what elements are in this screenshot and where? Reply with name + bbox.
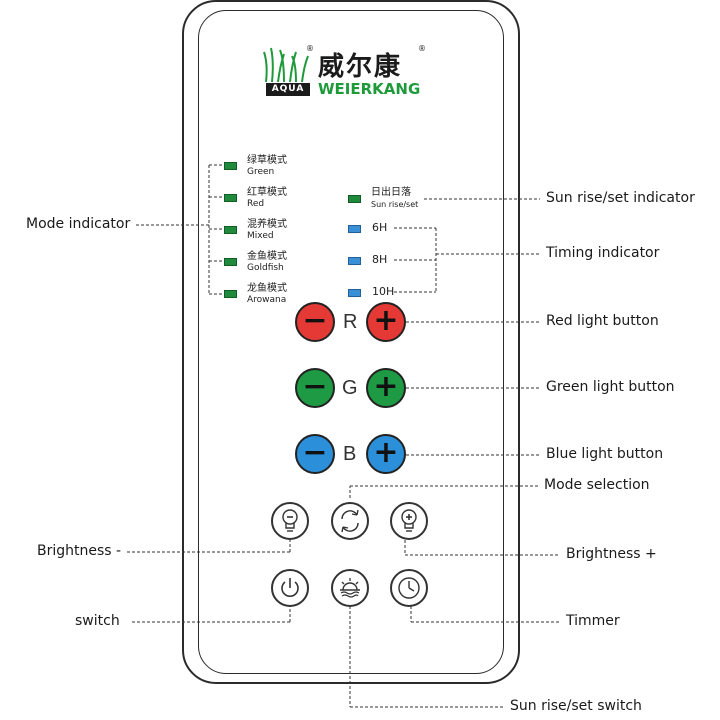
mode-label-en: Green: [247, 167, 275, 177]
mode-label-en: Mixed: [247, 231, 274, 241]
sun-indicator-led: [348, 195, 361, 203]
brightness-plus-button[interactable]: [390, 502, 428, 540]
mode-led-green: [224, 162, 237, 170]
mode-selection-button[interactable]: [331, 502, 369, 540]
callout-timmer: Timmer: [566, 613, 620, 629]
blue-minus-button[interactable]: −: [295, 434, 335, 474]
mode-label-cn: 红草模式: [247, 187, 287, 198]
callout-brightness-plus: Brightness +: [566, 546, 657, 562]
blue-letter: B: [343, 443, 357, 465]
registered-mark-2: ®: [418, 44, 426, 53]
mode-label-cn: 绿草模式: [247, 155, 287, 166]
logo-english-name: WEIERKANG: [318, 80, 421, 98]
callout-mode-selection: Mode selection: [544, 477, 650, 493]
mode-led-arowana: [224, 290, 237, 298]
plus-glyph: +: [373, 434, 399, 470]
timing-label: 8H: [372, 253, 388, 266]
mode-label-cn: 金鱼模式: [247, 251, 287, 262]
callout-timing-indicator: Timing indicator: [546, 245, 660, 261]
mode-label-en: Red: [247, 199, 265, 209]
red-letter: R: [343, 311, 358, 333]
timing-led-8h: [348, 257, 361, 265]
sunrise-icon: [340, 578, 360, 598]
green-plus-button[interactable]: +: [366, 368, 406, 408]
mode-label-cn: 混养模式: [247, 219, 287, 230]
clock-icon: [398, 577, 420, 599]
minus-glyph: −: [302, 302, 328, 338]
callout-brightness-minus: Brightness -: [37, 543, 122, 559]
plus-glyph: +: [373, 368, 399, 404]
mode-label-en: Arowana: [247, 295, 287, 305]
blue-plus-button[interactable]: +: [366, 434, 406, 474]
bulb-plus-icon: [401, 509, 417, 532]
callout-sun-rise-set-switch: Sun rise/set switch: [510, 698, 642, 714]
timing-label: 6H: [372, 221, 388, 234]
mode-led-goldfish: [224, 258, 237, 266]
logo-aqua-badge: AQUA: [266, 83, 310, 96]
mode-label-cn: 龙鱼模式: [247, 283, 287, 294]
callout-mode-indicator: Mode indicator: [26, 216, 131, 232]
brightness-minus-button[interactable]: [271, 502, 309, 540]
green-minus-button[interactable]: −: [295, 368, 335, 408]
sun-indicator-label-cn: 日出日落: [371, 187, 411, 198]
callout-blue-light-button: Blue light button: [546, 446, 664, 462]
red-minus-button[interactable]: −: [295, 302, 335, 342]
sun-indicator-label-en: Sun rise/set: [371, 200, 419, 209]
grass-logo-icon: [263, 47, 309, 83]
red-plus-button[interactable]: +: [366, 302, 406, 342]
minus-glyph: −: [302, 434, 328, 470]
bulb-minus-icon: [282, 509, 298, 532]
plus-glyph: +: [373, 302, 399, 338]
mode-led-mixed: [224, 226, 237, 234]
callout-switch: switch: [75, 613, 120, 629]
mode-label-en: Goldfish: [247, 263, 284, 273]
callout-green-light-button: Green light button: [546, 379, 675, 395]
callout-sun-rise-set-indicator: Sun rise/set indicator: [546, 190, 695, 206]
mode-cycle-icon: [341, 509, 359, 533]
timing-label: 10H: [372, 285, 395, 298]
sun-rise-set-switch-button[interactable]: [331, 569, 369, 607]
power-switch-button[interactable]: [271, 569, 309, 607]
callout-red-light-button: Red light button: [546, 313, 659, 329]
remote-body-inner-outline: [198, 10, 504, 674]
logo-chinese-name: 威尔康: [318, 52, 403, 82]
timer-button[interactable]: [390, 569, 428, 607]
timing-led-10h: [348, 289, 361, 297]
timing-led-6h: [348, 225, 361, 233]
registered-mark: ®: [306, 44, 314, 53]
power-icon: [281, 578, 299, 597]
green-letter: G: [342, 377, 358, 399]
mode-led-red: [224, 194, 237, 202]
minus-glyph: −: [302, 368, 328, 404]
